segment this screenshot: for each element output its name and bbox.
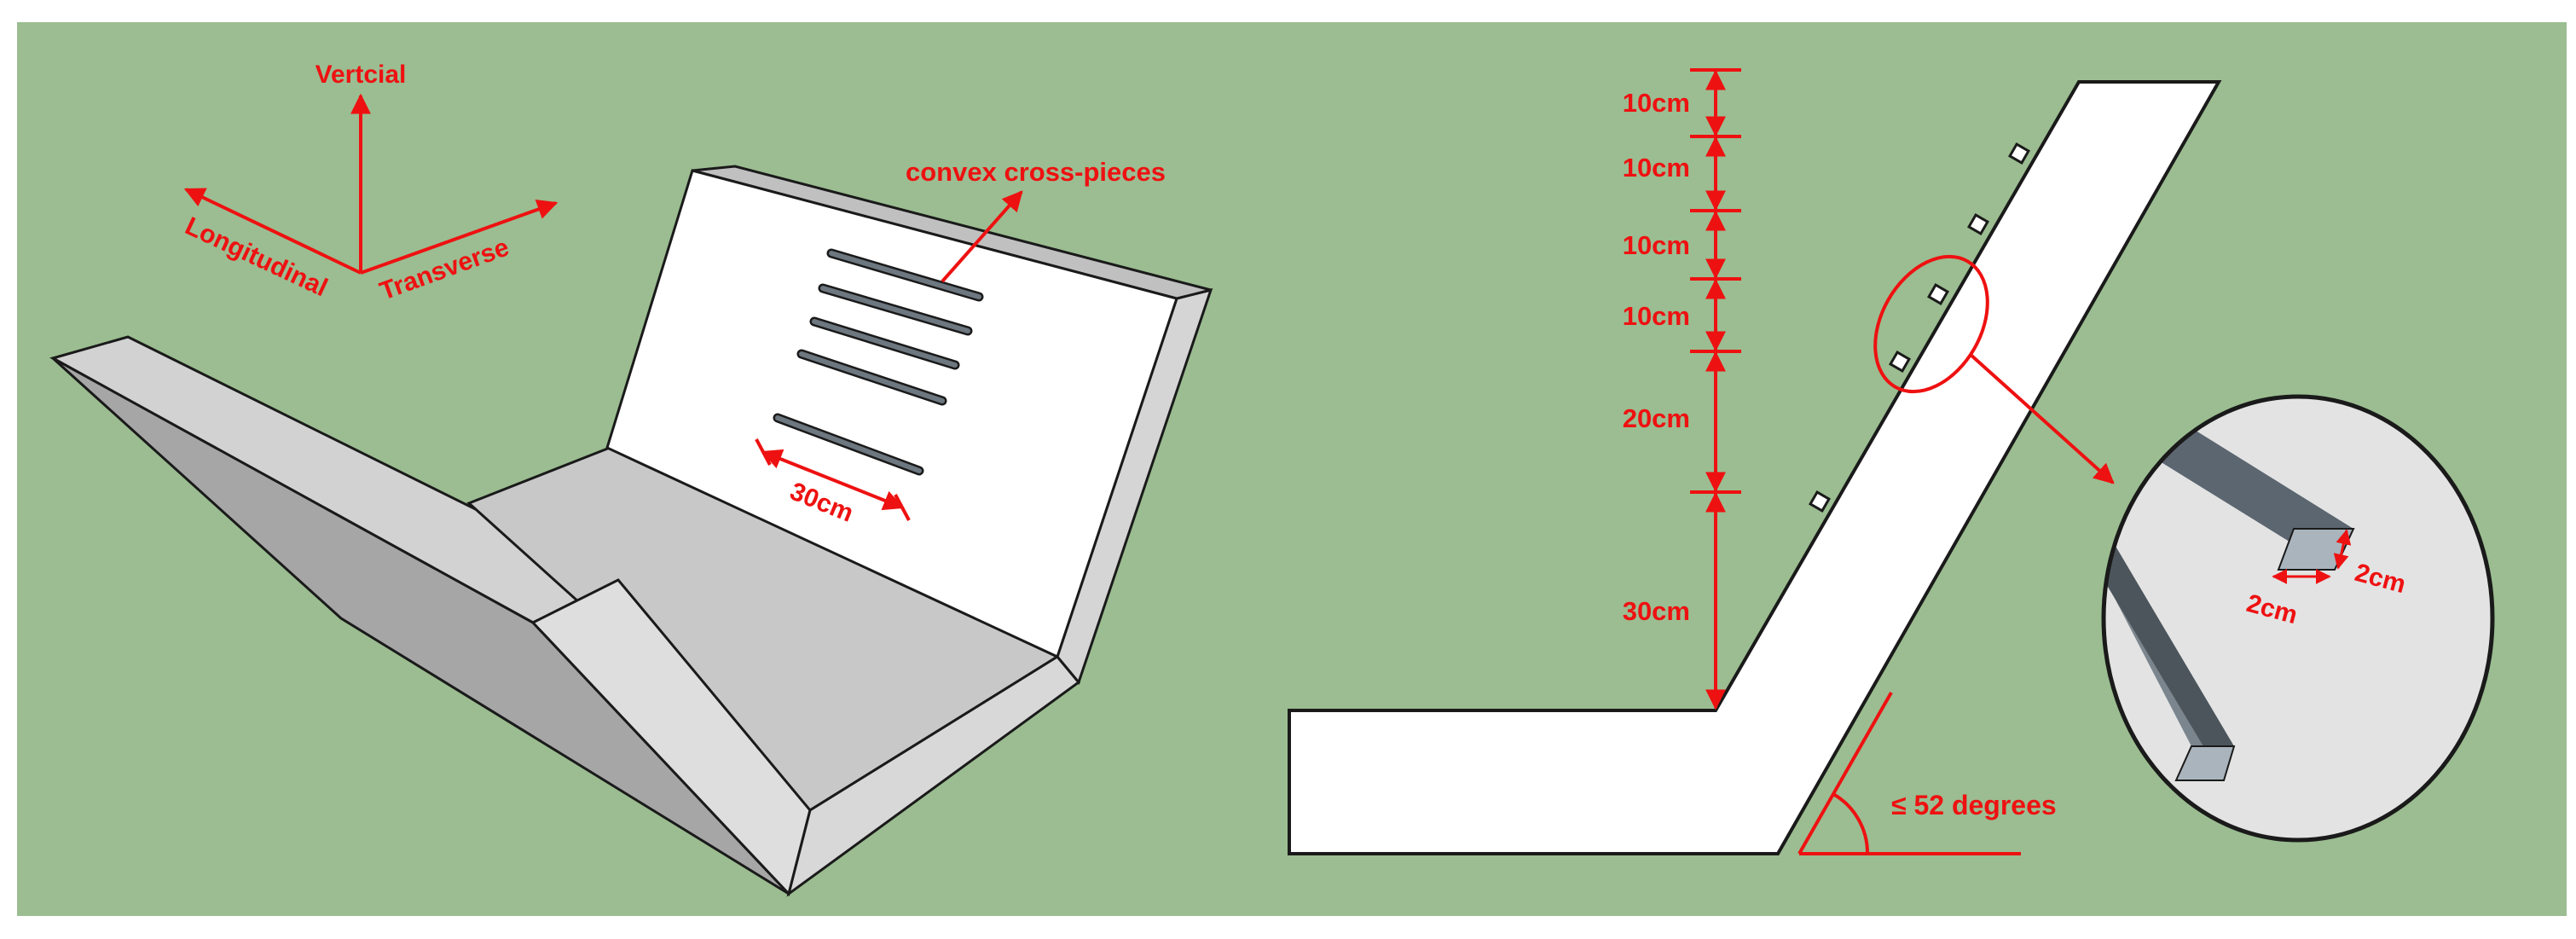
cross-piece <box>799 351 945 403</box>
angle-label: ≤ 52 degrees <box>1891 790 2057 820</box>
magnifier-ring <box>2101 394 2495 843</box>
angle-annotation: ≤ 52 degrees <box>1797 692 2057 855</box>
spacing-label-2: 10cm <box>1623 153 1690 183</box>
cross-piece <box>820 286 970 333</box>
zoom-callout <box>1873 254 2115 484</box>
channel-3d-model: 30cm convex cross-pieces <box>49 157 1213 897</box>
zoom-leader <box>1968 352 2115 484</box>
channel-cross-section <box>1288 80 2222 855</box>
cross-pieces-leader <box>941 190 1023 283</box>
cross-piece <box>829 251 981 299</box>
right-wall-inner-face <box>605 169 1178 659</box>
spacing-label-5: 20cm <box>1623 403 1690 433</box>
cross-pieces <box>773 248 984 476</box>
axis-vertical-label: Vertcial <box>315 61 407 89</box>
cross-pieces-label: convex cross-pieces <box>906 157 1166 187</box>
cross-section <box>1288 80 2222 855</box>
spacing-label-4: 10cm <box>1623 301 1690 331</box>
zoom-source-ring <box>1873 254 1989 394</box>
spacing-label-6: 30cm <box>1623 596 1690 626</box>
slope-bumps <box>1809 142 2030 513</box>
spacing-label-3: 10cm <box>1623 230 1690 260</box>
cross-piece <box>812 319 958 368</box>
spacing-label-1: 10cm <box>1623 88 1690 118</box>
spacing-dimensions: 10cm 10cm 10cm 10cm 20cm 30cm <box>1623 68 1741 710</box>
